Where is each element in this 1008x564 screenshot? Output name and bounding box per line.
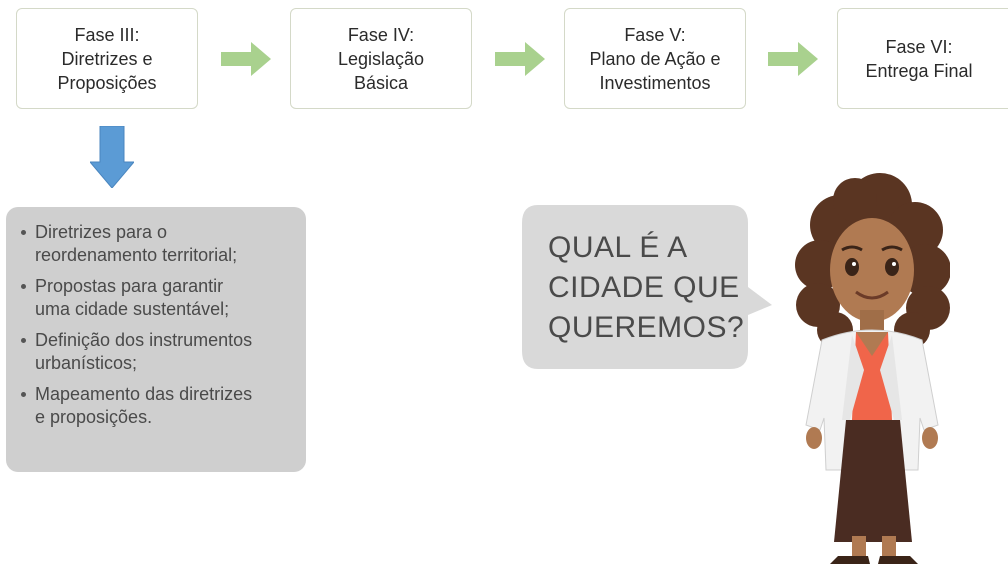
- phase-box-5: Fase V: Plano de Ação e Investimentos: [564, 8, 746, 109]
- list-item-line: Diretrizes para o: [35, 222, 168, 242]
- list-item: Diretrizes para o reordenamento territor…: [18, 221, 296, 267]
- phase-4-title: Fase IV:: [347, 24, 415, 45]
- list-item-line: urbanísticos;: [35, 353, 138, 373]
- phase-4-line-3: Básica: [353, 72, 409, 93]
- list-item: Definição dos instrumentos urbanísticos;: [18, 329, 296, 375]
- woman-character-illustration: [795, 173, 950, 564]
- phase-6-line-2: Entrega Final: [865, 60, 973, 81]
- arrow-right-icon: [221, 42, 271, 76]
- phase-5-line-2: Plano de Ação e: [589, 48, 721, 69]
- details-list: Diretrizes para o reordenamento territor…: [18, 221, 296, 429]
- list-item-line: Propostas para garantir: [35, 276, 224, 296]
- phase-box-6: Fase VI: Entrega Final: [837, 8, 1008, 109]
- speech-text: QUAL É A CIDADE QUE QUEREMOS?: [548, 228, 758, 348]
- list-item-line: e proposições.: [35, 407, 153, 427]
- phase-box-4: Fase IV: Legislação Básica: [290, 8, 472, 109]
- arrow-right-icon: [495, 42, 545, 76]
- arrow-right-icon: [768, 42, 818, 76]
- list-item-line: uma cidade sustentável;: [35, 299, 230, 319]
- phase-3-line-3: Proposições: [57, 72, 157, 93]
- speech-line: QUEREMOS?: [548, 311, 745, 344]
- phase-box-3: Fase III: Diretrizes e Proposições: [16, 8, 198, 109]
- list-item-line: Definição dos instrumentos: [35, 330, 253, 350]
- arrow-down-icon: [90, 126, 134, 188]
- phase-3-details-box: Diretrizes para o reordenamento territor…: [6, 207, 306, 472]
- list-item: Mapeamento das diretrizes e proposições.: [18, 383, 296, 429]
- phase-5-title: Fase V:: [624, 24, 686, 45]
- speech-bubble: [522, 205, 772, 369]
- phase-5-line-3: Investimentos: [599, 72, 711, 93]
- phase-3-title: Fase III:: [74, 24, 140, 45]
- speech-line: CIDADE QUE: [548, 271, 740, 304]
- phase-4-line-2: Legislação: [337, 48, 425, 69]
- phase-3-line-2: Diretrizes e: [61, 48, 153, 69]
- list-item-line: Mapeamento das diretrizes: [35, 384, 253, 404]
- speech-line: QUAL É A: [548, 231, 688, 264]
- list-item-line: reordenamento territorial;: [35, 245, 238, 265]
- list-item: Propostas para garantir uma cidade suste…: [18, 275, 296, 321]
- phase-6-title: Fase VI:: [885, 36, 953, 57]
